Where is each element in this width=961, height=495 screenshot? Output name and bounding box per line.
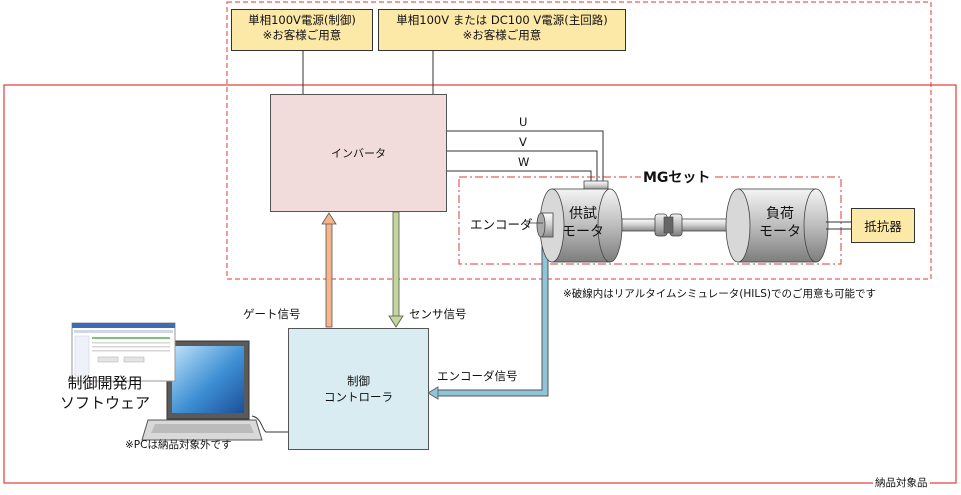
- power-supply-control-note: ※お客様ご用意: [262, 28, 342, 42]
- phase-w-line: [447, 170, 592, 183]
- hils-dashed-border: [226, 1, 932, 280]
- dashed-area-note: ※破線内はリアルタイムシミュレータ(HILS)でのご用意も可能です: [563, 288, 876, 300]
- delivery-scope-border: [3, 84, 957, 484]
- phase-w-label: W: [518, 155, 530, 169]
- phase-u-line: [447, 130, 604, 183]
- laptop-icon: [141, 340, 263, 441]
- usb-cable: [251, 415, 288, 433]
- pc-note: ※PCは納品対象外です: [125, 439, 232, 451]
- inverter-label: インバータ: [331, 147, 386, 160]
- controller-label-line2: コントローラ: [324, 390, 393, 404]
- load-motor-icon: [725, 188, 829, 263]
- load-motor-label: 負荷 モータ: [750, 205, 810, 241]
- encoder-signal-arrow: [427, 246, 549, 400]
- power-supply-main-note: ※お客様ご用意: [462, 28, 542, 42]
- mg-set-border: [458, 176, 842, 265]
- test-motor-label: 供試 モータ: [558, 205, 608, 241]
- controller-label-line1: 制御: [347, 374, 370, 388]
- encoder-signal-label: エンコーダ信号: [437, 369, 518, 383]
- shaft-coupling-icon: [621, 213, 735, 237]
- controller-block: 制御 コントローラ: [288, 328, 429, 450]
- phase-v-label: V: [519, 135, 527, 149]
- gate-signal-label: ゲート信号: [243, 307, 301, 321]
- test-motor-label-line2: モータ: [562, 224, 604, 240]
- delivery-scope-label: 納品対象品: [873, 475, 930, 490]
- sensor-signal-label: センサ信号: [409, 307, 467, 321]
- inverter-block: インバータ: [270, 94, 447, 212]
- power-supply-control: 単相100V電源(制御) ※お客様ご用意: [231, 9, 373, 51]
- encoder-label: エンコーダ: [470, 217, 533, 232]
- software-label: 制御開発用 ソフトウェア: [46, 373, 164, 413]
- resistor-block: 抵抗器: [851, 208, 915, 243]
- software-screenshot-icon: [71, 322, 176, 382]
- load-motor-label-line2: モータ: [759, 224, 801, 240]
- phase-u-label: U: [519, 115, 528, 129]
- software-label-line2: ソフトウェア: [59, 394, 150, 412]
- mg-set-label: MGセット: [641, 167, 713, 187]
- power-supply-main-title: 単相100V または DC100 V電源(主回路): [396, 13, 608, 27]
- test-motor-label-line1: 供試: [569, 206, 597, 222]
- power-supply-control-title: 単相100V電源(制御): [248, 13, 356, 27]
- software-label-line1: 制御開発用: [67, 374, 143, 392]
- gate-signal-arrow: [321, 212, 337, 328]
- sensor-signal-arrow: [388, 211, 404, 328]
- phase-v-line: [447, 150, 598, 183]
- load-motor-label-line1: 負荷: [766, 206, 794, 222]
- resistor-label: 抵抗器: [864, 219, 902, 234]
- power-supply-main: 単相100V または DC100 V電源(主回路) ※お客様ご用意: [378, 9, 626, 51]
- encoder-icon: [536, 212, 554, 238]
